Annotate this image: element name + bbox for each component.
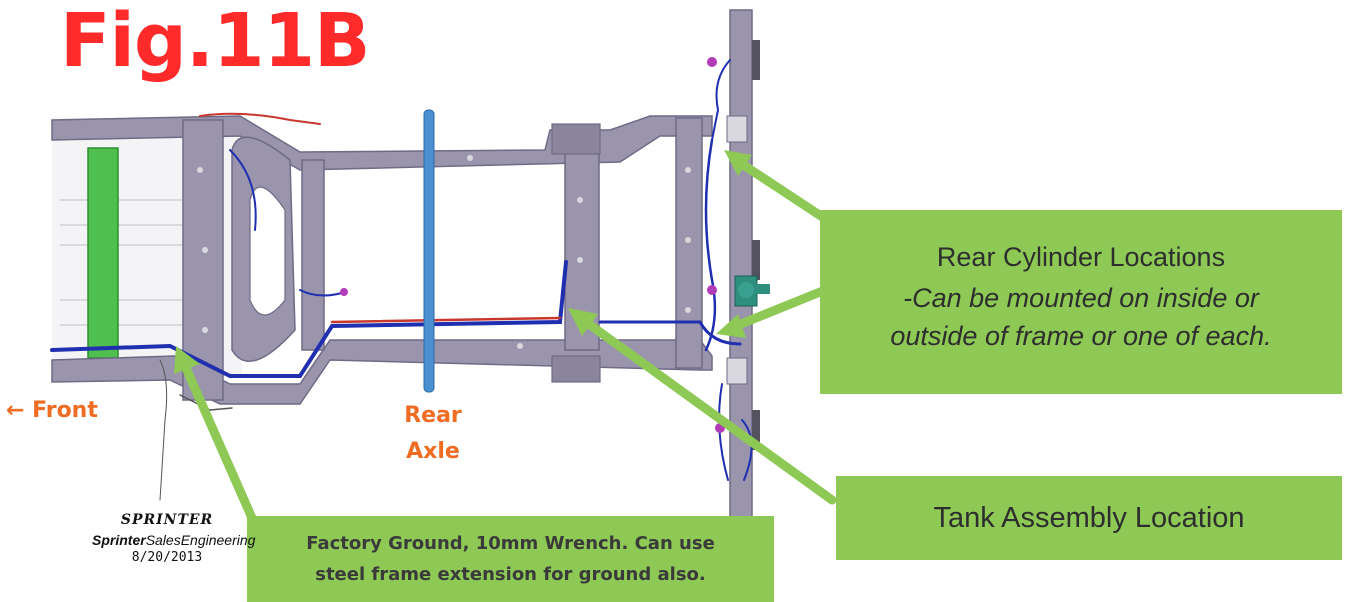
green-crossmember [87,147,119,359]
rear-cylinder-callout: Rear Cylinder Locations -Can be mounted … [820,210,1342,394]
factory-ground-line2: steel frame extension for ground also. [315,564,706,585]
wiring-harness [50,59,753,501]
rear-bracket-3 [752,410,760,450]
tank-valve-assembly [734,275,770,307]
rear-cylinder-note-line1: -Can be mounted on inside or [903,283,1259,313]
front-structure-lines [60,199,190,326]
rear-cylinder-heading: Rear Cylinder Locations [936,242,1226,272]
rear-cylinder-note-line2: outside of frame or one of each. [890,321,1272,351]
upper-mount-block [551,123,601,155]
brand-name-italic: SalesEngineering [145,532,256,548]
document-date: 8/20/2013 [131,550,203,565]
sprinter-branding: SPRINTER SprinterSalesEngineering 8/20/2… [92,512,255,565]
crossmember-3 [301,159,325,351]
rear-bracket-2 [752,240,760,280]
rear-bracket-1 [752,40,760,80]
sales-engineering-line: SprinterSalesEngineering [92,532,255,548]
factory-ground-callout: Factory Ground, 10mm Wrench. Can use ste… [247,516,774,602]
crossmember-1 [182,119,224,401]
rear-axle-line [423,109,435,393]
figure-title: Fig.11B [60,0,370,84]
brand-name-bold: Sprinter [92,532,146,548]
rear-plate-upper [726,115,748,143]
rear-cylinder-note: -Can be mounted on inside or outside of … [820,279,1342,355]
rear-plate-lower [726,357,748,385]
rear-axle-label-line2: Axle [406,439,460,464]
lower-mount-block [551,355,601,383]
crossmember-5 [675,117,703,369]
callout-arrows [174,150,837,523]
crossmember-cutout [249,186,286,316]
sprinter-logo: SPRINTER [120,512,214,528]
tank-assembly-callout: Tank Assembly Location [836,476,1342,560]
rear-axle-label: Rear Axle [388,398,478,470]
front-direction-label: ← Front [6,398,98,423]
rear-axle-label-line1: Rear [404,403,462,428]
factory-ground-line1: Factory Ground, 10mm Wrench. Can use [306,533,715,554]
